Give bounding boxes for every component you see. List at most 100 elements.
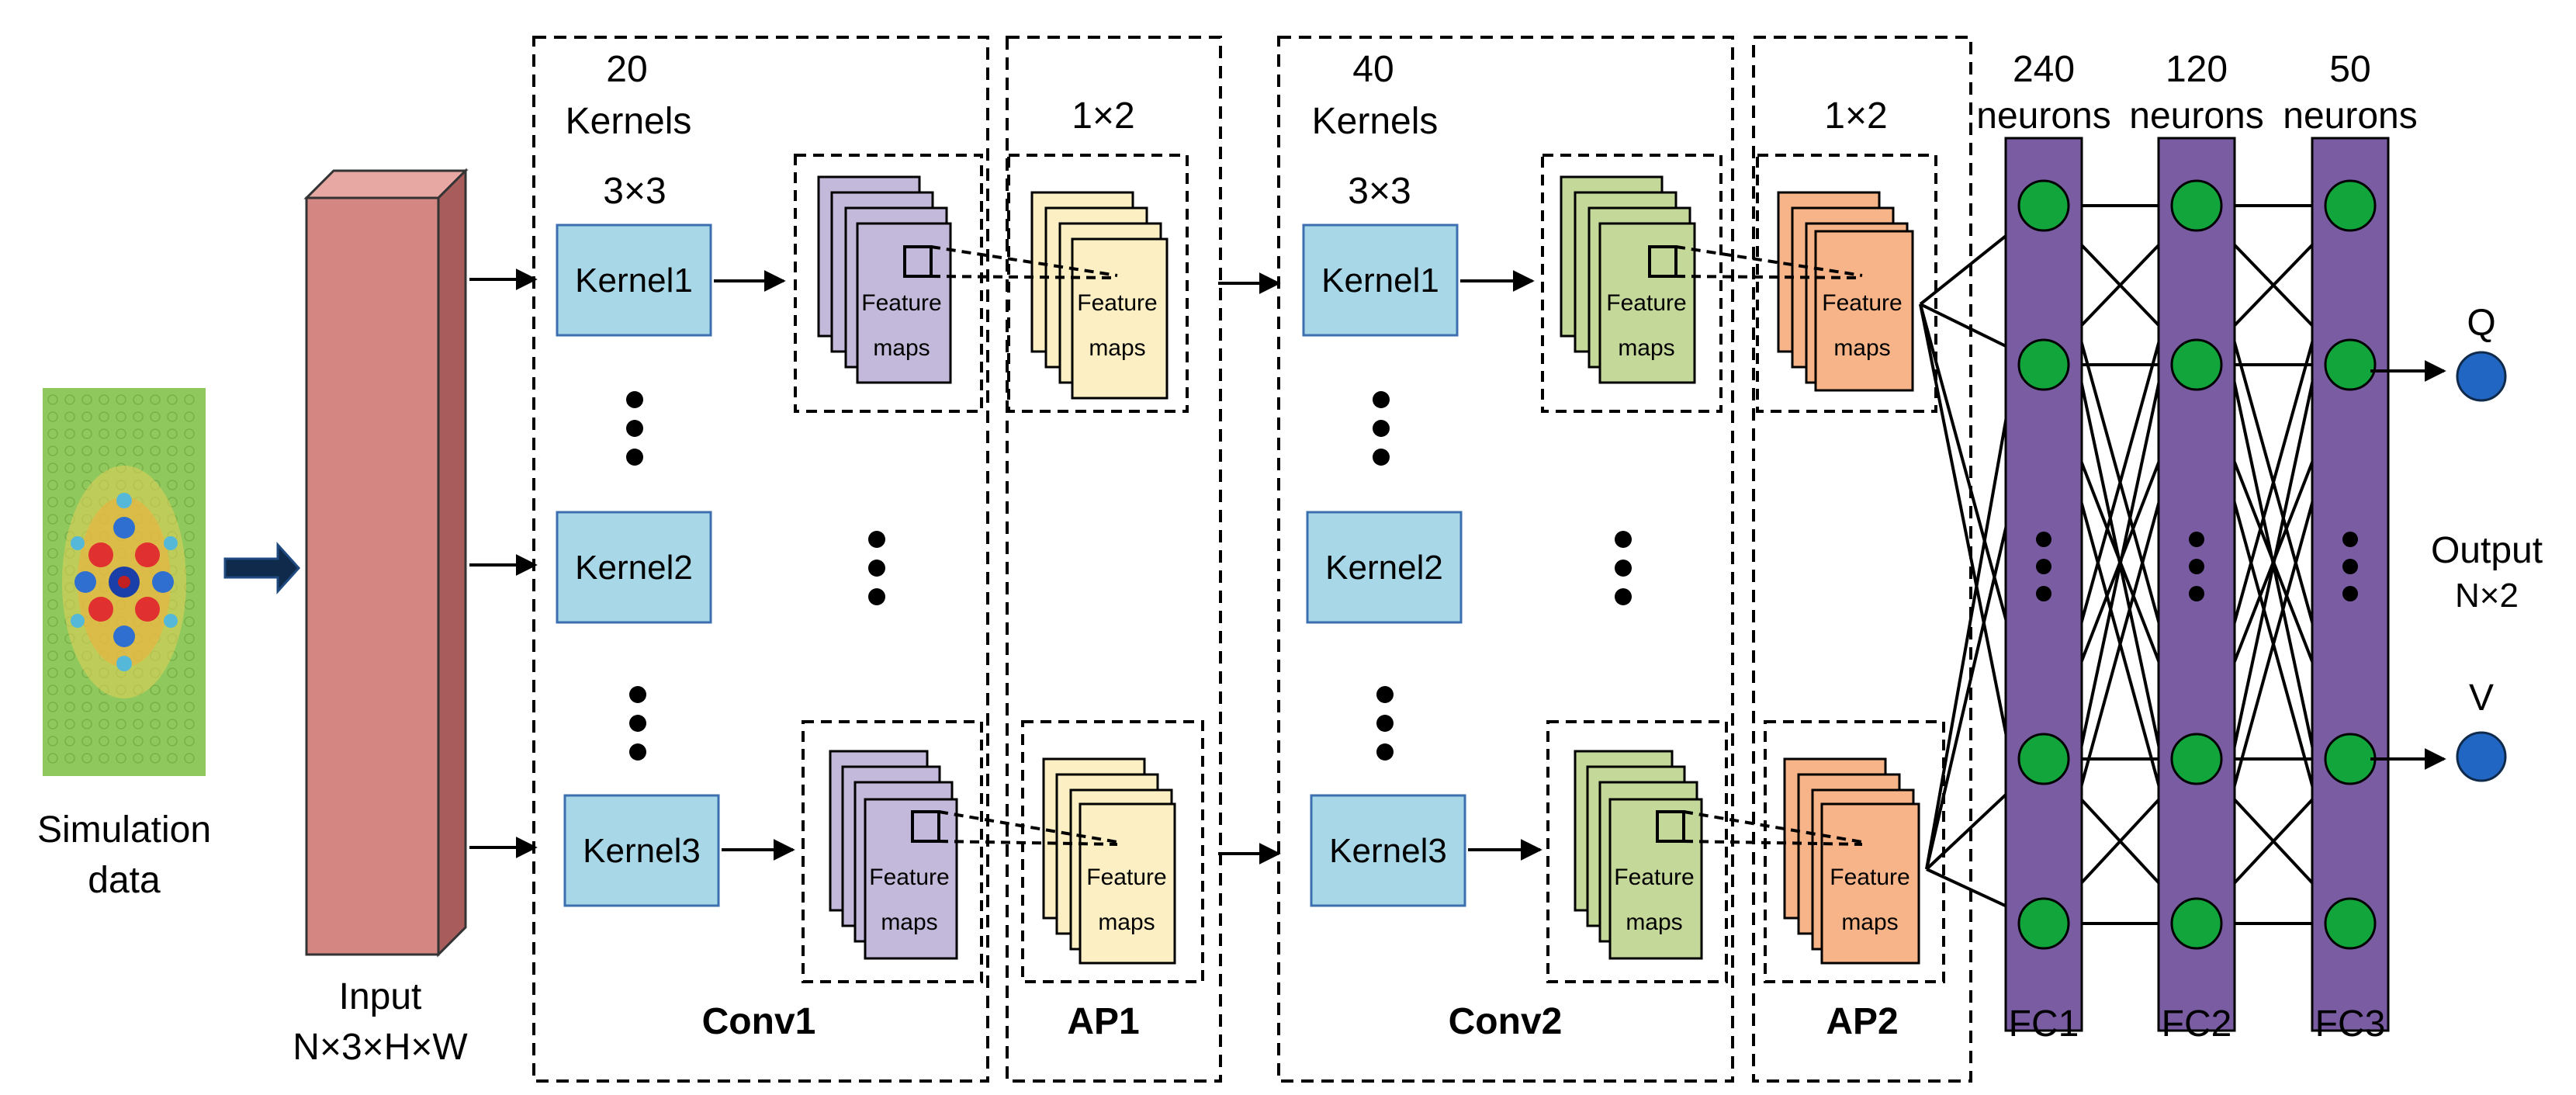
simulation-caption-line2: data — [88, 860, 161, 901]
conv1-receptive-window-top — [903, 245, 933, 278]
fc1-name: FC1 — [2009, 1003, 2079, 1045]
output-v-label: V — [2469, 677, 2494, 719]
conv2-ellipsis-maps — [1615, 531, 1632, 605]
fc2-neuron-1 — [2170, 179, 2223, 232]
fc2-neuron-3 — [2170, 733, 2223, 785]
conv2-pooling-connectors — [1675, 245, 1863, 846]
conv2-name: Conv2 — [1449, 1001, 1563, 1042]
fc1-neuron-4 — [2017, 897, 2070, 950]
conv1-ellipsis-top — [626, 391, 643, 466]
conv1-kernel3-label: Kernel3 — [583, 832, 701, 870]
conv2-frame — [1277, 36, 1734, 1083]
conv1-map-stack-top-frame — [794, 154, 983, 413]
conv2-feature-maps-top — [1560, 175, 1696, 384]
fc-ellipses — [2036, 532, 2358, 601]
ap1-pool-size: 1×2 — [1072, 95, 1134, 137]
ap2-feature-maps-bottom — [1783, 757, 1920, 965]
conv1-stage: 20 Kernels 3×3 Kernel1 Kernel2 Kernel3 F… — [532, 36, 989, 1083]
ap1-map-top-label1: Feature — [1077, 290, 1157, 316]
conv2-kernel1 — [1302, 224, 1459, 337]
ap2-pool-size: 1×2 — [1824, 95, 1887, 137]
simulation-field-pattern — [62, 466, 186, 698]
conv1-ellipsis-bottom — [629, 686, 646, 761]
fc3-name: FC3 — [2315, 1003, 2386, 1045]
ap2-map-bottom-label2: maps — [1841, 910, 1898, 935]
conv1-map-stack-bottom-frame — [802, 720, 983, 983]
conv1-ellipsis-maps — [868, 531, 885, 605]
conv2-kernel-count: 40 — [1352, 49, 1394, 90]
simulation-caption-line1: Simulation — [37, 809, 211, 851]
conv2-stage: 40 Kernels 3×3 Kernel1 Kernel2 Kernel3 F… — [1277, 36, 1734, 1083]
ap2-map-bottom-label1: Feature — [1830, 865, 1909, 890]
conv1-pooling-connectors — [930, 245, 1118, 846]
conv2-kernel-size: 3×3 — [1348, 171, 1411, 212]
ap1-map-top-label2: maps — [1089, 335, 1145, 361]
conv2-kernel3 — [1310, 794, 1466, 907]
output-stage: Q V Output N×2 — [2370, 303, 2543, 782]
fc2-neuron-2 — [2170, 338, 2223, 391]
fc1-neuron-1 — [2017, 179, 2070, 232]
conv2-map-bottom-label1: Feature — [1614, 865, 1694, 890]
output-node-v — [2456, 731, 2507, 782]
ap1-map-stack-top-frame — [1007, 154, 1189, 413]
input-shape-label: N×3×H×W — [293, 1027, 468, 1068]
conv1-frame — [532, 36, 989, 1083]
ap2-stage: 1×2 Feature maps Feature maps AP2 — [1752, 36, 1972, 1083]
ap1-feature-maps-top — [1030, 191, 1169, 400]
conv2-kernel3-label: Kernel3 — [1329, 832, 1447, 870]
conv2-kernel1-label: Kernel1 — [1321, 262, 1439, 300]
input-block-front — [305, 196, 440, 956]
fc-neurons — [2017, 179, 2377, 950]
ap2-map-stack-top-frame — [1756, 154, 1937, 413]
conv1-kernel2 — [556, 511, 712, 624]
fc3-neuron-3 — [2324, 733, 2377, 785]
conv1-kernel-count: 20 — [606, 49, 647, 90]
output-node-q — [2456, 351, 2507, 402]
fc3-bar — [2311, 137, 2390, 1032]
conv2-kernels-word: Kernels — [1312, 101, 1439, 142]
fc2-unit: neurons — [2129, 95, 2263, 137]
conv2-map-stack-bottom-frame — [1546, 720, 1728, 983]
conv1-map-bottom-label2: maps — [881, 910, 937, 935]
fc2-count: 120 — [2166, 49, 2228, 90]
fc-connections — [1919, 204, 2352, 925]
conv1-feature-maps-top — [817, 175, 952, 384]
fc3-neuron-2 — [2324, 338, 2377, 391]
conv1-kernel1 — [556, 224, 712, 337]
conv2-kernel2-label: Kernel2 — [1325, 549, 1443, 587]
conv1-kernel2-label: Kernel2 — [575, 549, 693, 587]
ap2-feature-maps-top — [1777, 191, 1914, 392]
conv1-map-bottom-label1: Feature — [869, 865, 949, 890]
conv2-kernel2 — [1306, 511, 1463, 624]
conv2-ellipsis-top — [1373, 391, 1390, 466]
conv1-kernel-size: 3×3 — [603, 171, 666, 212]
ap2-map-top-label1: Feature — [1822, 290, 1902, 316]
conv1-kernel3 — [563, 794, 720, 907]
input-block-side — [437, 168, 467, 958]
fc1-neuron-2 — [2017, 338, 2070, 391]
conv1-kernels-word: Kernels — [566, 101, 692, 142]
fc1-neuron-3 — [2017, 733, 2070, 785]
input-block: Input N×3×H×W — [293, 168, 469, 1068]
fc3-neuron-1 — [2324, 179, 2377, 232]
conv2-map-bottom-label2: maps — [1626, 910, 1682, 935]
conv2-map-top-label2: maps — [1618, 335, 1674, 361]
fc1-count: 240 — [2013, 49, 2075, 90]
fc2-bar — [2157, 137, 2236, 1032]
conv2-receptive-window-top — [1648, 245, 1678, 278]
conv2-feature-maps-bottom — [1574, 750, 1703, 960]
fc1-bar — [2004, 137, 2083, 1032]
fc3-neuron-4 — [2324, 897, 2377, 950]
ap2-name: AP2 — [1826, 1001, 1898, 1042]
fc2-name: FC2 — [2162, 1003, 2232, 1045]
ap1-map-bottom-label1: Feature — [1086, 865, 1166, 890]
fc3-unit: neurons — [2283, 95, 2417, 137]
ap1-map-bottom-label2: maps — [1098, 910, 1155, 935]
simulation-data-image: Simulation data — [37, 388, 211, 901]
fc1-unit: neurons — [1976, 95, 2110, 137]
conv1-map-top-label2: maps — [873, 335, 930, 361]
input-label: Input — [339, 976, 422, 1017]
fc3-count: 50 — [2329, 49, 2370, 90]
conv1-map-top-label1: Feature — [861, 290, 941, 316]
